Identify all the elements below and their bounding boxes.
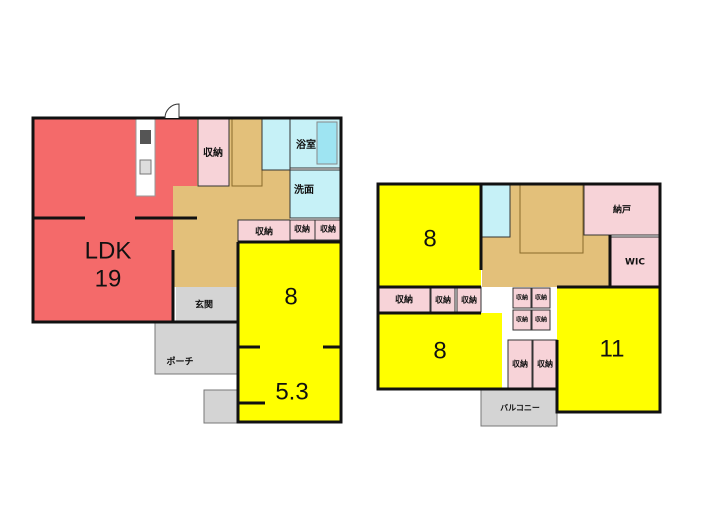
- stairs-floor2: [519, 184, 584, 254]
- small-storage-2: [531, 287, 551, 309]
- balcony-label: バルコニー: [500, 404, 540, 413]
- storage-row-label: 収納: [461, 295, 477, 305]
- stove-icon: [140, 130, 151, 144]
- storage-b-label: 収納: [320, 224, 336, 234]
- ldk-label: LDK: [85, 237, 132, 264]
- wic: [609, 236, 661, 288]
- washroom-label: 洗面: [294, 183, 314, 196]
- small-storage-label: 収納: [516, 316, 528, 324]
- toilet-floor1: [261, 117, 291, 171]
- bedroom-11: [557, 287, 660, 412]
- storage-a-label: 収納: [294, 224, 310, 234]
- small-storage-1: [512, 287, 532, 309]
- outer-wall-floor1: [31, 116, 343, 424]
- storage-row-label: 収納: [435, 295, 451, 305]
- small-storage-label: 収納: [535, 294, 547, 302]
- ldk-size: 19: [95, 265, 122, 292]
- ldk-room: [33, 118, 197, 322]
- room-53-label: 5.3: [275, 378, 308, 405]
- side-entry-area: [203, 389, 241, 424]
- washroom: [289, 169, 342, 219]
- small-storage-label: 収納: [516, 294, 528, 302]
- bedroom-8-floor1: [238, 242, 341, 422]
- room-8-bottom-label: 8: [433, 337, 446, 364]
- balcony: [480, 388, 558, 427]
- entrance-label: 玄関: [195, 299, 213, 311]
- small-storage-label: 収納: [535, 316, 547, 324]
- closet-label: 納戸: [613, 204, 631, 216]
- room-8-top-label: 8: [423, 225, 436, 252]
- room-8-label: 8: [284, 283, 297, 310]
- floor-2: 8 8 11 収納 収納 収納 納戸 WIC 収納 収納 収納 収納 収納 収納…: [376, 182, 662, 427]
- stairs-floor1: [231, 117, 263, 187]
- storage-pair-label: 収納: [512, 359, 528, 369]
- bath-label: 浴室: [296, 138, 316, 151]
- wic-label: WIC: [625, 258, 645, 268]
- kitchen-counter: [135, 117, 156, 197]
- room-11-label: 11: [600, 335, 625, 362]
- toilet-floor2: [481, 183, 511, 238]
- closet: [583, 183, 661, 236]
- porch-label: ポーチ: [166, 356, 193, 368]
- door-icon: [164, 103, 180, 119]
- sink-icon: [139, 159, 152, 175]
- storage-row-label: 収納: [395, 294, 413, 306]
- bathtub-icon: [316, 121, 338, 165]
- floor-1: 収納 浴室 洗面 収納 収納 収納 玄関 ポーチ LDK 19 8 5.3: [31, 103, 343, 424]
- storage-pair-label: 収納: [537, 359, 553, 369]
- storage-row-3: [456, 286, 482, 313]
- storage-pair-2: [532, 339, 558, 390]
- porch-area: [154, 321, 238, 375]
- storage-row-2: [430, 286, 456, 313]
- bedroom-8-top: [378, 184, 481, 287]
- small-storage-4: [531, 309, 551, 331]
- storage-stair-label: 収納: [203, 146, 223, 159]
- storage-hall-label: 収納: [255, 226, 273, 238]
- storage-stair: [197, 117, 230, 187]
- bedroom-8-bottom: [378, 313, 502, 389]
- entrance: [176, 287, 237, 322]
- small-storage-3: [512, 309, 532, 331]
